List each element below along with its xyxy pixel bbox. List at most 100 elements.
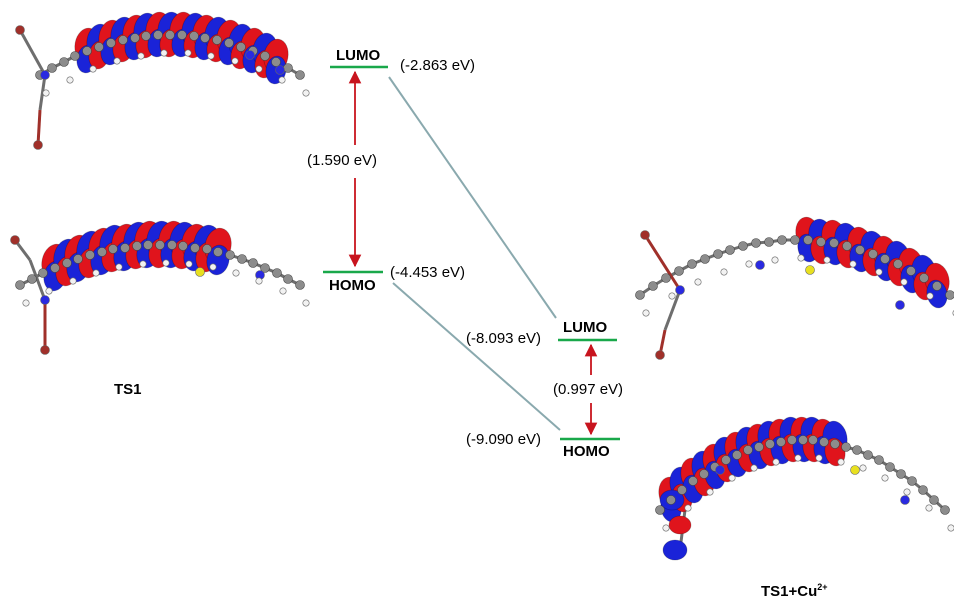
h-atom — [728, 474, 736, 482]
lumo-correlation-line — [388, 76, 557, 319]
ts1-gap-value: (1.590 eV) — [307, 152, 378, 169]
h-atom — [185, 260, 193, 268]
carbon-atom — [165, 30, 175, 40]
carbon-atom — [776, 437, 786, 447]
carbon-atom — [225, 250, 235, 260]
h-atom — [837, 458, 845, 466]
br-atom — [15, 25, 25, 35]
carbon-atom — [260, 263, 270, 273]
carbon-atom — [118, 35, 128, 45]
carbon-atom — [82, 46, 92, 56]
carbon-atom — [106, 38, 116, 48]
orbital-lobe — [662, 539, 688, 561]
carbon-atom — [907, 476, 917, 486]
carbon-atom — [700, 254, 710, 264]
carbon-atom — [787, 435, 797, 445]
carbon-atom — [648, 281, 658, 291]
carbon-atom — [732, 450, 742, 460]
n-atom — [715, 465, 725, 475]
h-atom — [22, 299, 30, 307]
h-atom — [89, 65, 97, 73]
carbon-atom — [177, 30, 187, 40]
h-atom — [231, 57, 239, 65]
carbon-atom — [842, 241, 852, 251]
carbon-atom — [765, 439, 775, 449]
carbon-atom — [764, 237, 774, 247]
s-atom — [805, 265, 815, 275]
bond — [643, 234, 682, 291]
carbon-atom — [202, 244, 212, 254]
carbon-atom — [666, 495, 676, 505]
carbon-atom — [661, 273, 671, 283]
carbon-atom — [819, 437, 829, 447]
h-atom — [642, 309, 650, 317]
carbon-atom — [874, 455, 884, 465]
h-atom — [875, 268, 883, 276]
carbon-atom — [130, 33, 140, 43]
carbon-atom — [880, 254, 890, 264]
br-atom — [33, 140, 43, 150]
carbon-atom — [212, 35, 222, 45]
carbon-atom — [141, 31, 151, 41]
carbon-atom — [94, 42, 104, 52]
h-atom — [859, 464, 867, 472]
bond — [28, 259, 47, 301]
ts1cu-caption-sup: 2+ — [817, 582, 828, 592]
carbon-atom — [189, 31, 199, 41]
carbon-atom — [906, 266, 916, 276]
h-atom — [694, 278, 702, 286]
h-atom — [279, 287, 287, 295]
h-atom — [278, 76, 286, 84]
carbon-atom — [932, 281, 942, 291]
ts1cu-caption-main: TS1+Cu — [761, 583, 818, 600]
carbon-atom — [829, 238, 839, 248]
h-atom — [720, 268, 728, 276]
carbon-atom — [224, 38, 234, 48]
carbon-atom — [855, 245, 865, 255]
bond — [663, 289, 682, 331]
carbon-atom — [271, 57, 281, 67]
ts1cu-lumo-energy: (-8.093 eV) — [466, 330, 542, 347]
carbon-atom — [295, 70, 305, 80]
carbon-atom — [70, 51, 80, 61]
orbital-lobe — [668, 515, 692, 535]
ts1-lumo-label: LUMO — [336, 47, 381, 64]
br-atom — [640, 230, 650, 240]
h-atom — [849, 260, 857, 268]
carbon-atom — [295, 280, 305, 290]
h-atom — [903, 488, 911, 496]
carbon-atom — [190, 243, 200, 253]
carbon-atom — [236, 42, 246, 52]
carbon-atom — [713, 249, 723, 259]
carbon-atom — [868, 249, 878, 259]
ts1-caption: TS1 — [114, 381, 142, 398]
ts1-homo-energy: (-4.453 eV) — [390, 264, 466, 281]
n-atom — [40, 70, 50, 80]
carbon-atom — [248, 258, 258, 268]
n-atom — [675, 285, 685, 295]
n-atom — [900, 495, 910, 505]
h-atom — [771, 256, 779, 264]
carbon-atom — [73, 254, 83, 264]
h-atom — [255, 65, 263, 73]
h-atom — [113, 57, 121, 65]
h-atom — [926, 292, 934, 300]
h-atom — [302, 89, 310, 97]
h-atom — [750, 464, 758, 472]
carbon-atom — [120, 243, 130, 253]
carbon-atom — [15, 280, 25, 290]
carbon-atom — [798, 435, 808, 445]
carbon-atom — [167, 240, 177, 250]
carbon-atom — [635, 290, 645, 300]
carbon-atom — [85, 250, 95, 260]
carbon-atom — [929, 495, 939, 505]
ts1cu-lumo-label: LUMO — [563, 319, 608, 336]
carbon-atom — [178, 241, 188, 251]
h-atom — [160, 49, 168, 57]
carbon-atom — [743, 445, 753, 455]
carbon-atom — [885, 462, 895, 472]
h-atom — [772, 458, 780, 466]
carbon-atom — [803, 235, 813, 245]
h-atom — [823, 256, 831, 264]
